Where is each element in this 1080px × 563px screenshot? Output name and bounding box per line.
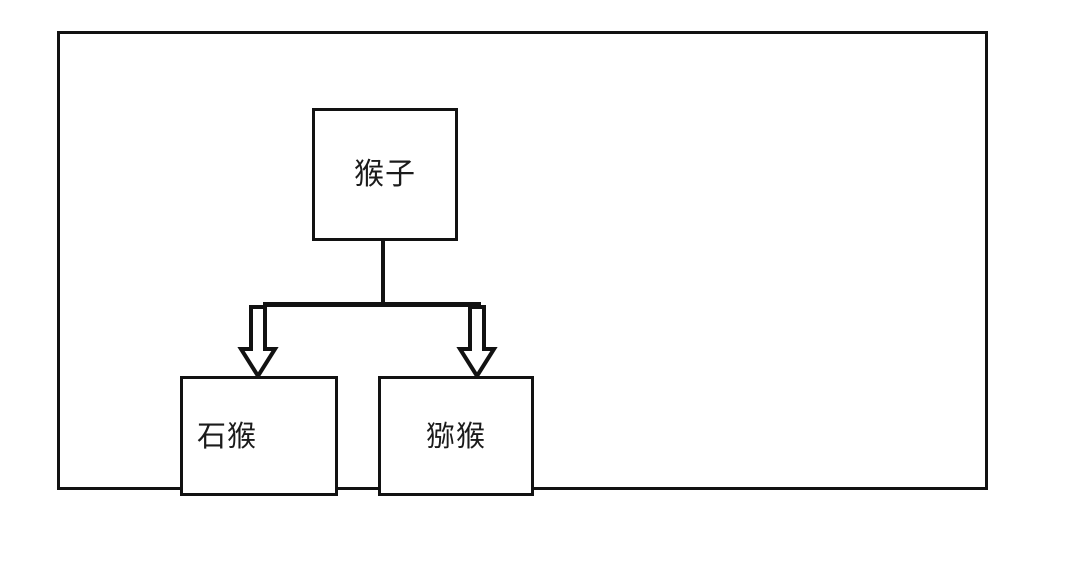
connector-stem: [381, 241, 385, 307]
node-root[interactable]: 猴子: [312, 108, 458, 241]
arrow-down-left-icon: [237, 305, 279, 380]
connector-bar: [263, 302, 481, 307]
node-right-child-label: 猕猴: [425, 418, 486, 453]
node-right-child[interactable]: 猕猴: [378, 376, 534, 496]
outer-frame: 猴子 石猴 猕猴: [57, 31, 988, 496]
node-left-child-label: 石猴: [197, 418, 258, 453]
node-root-label: 猴子: [354, 156, 416, 192]
arrow-down-right-icon: [456, 305, 498, 380]
node-left-child[interactable]: 石猴: [180, 376, 338, 496]
